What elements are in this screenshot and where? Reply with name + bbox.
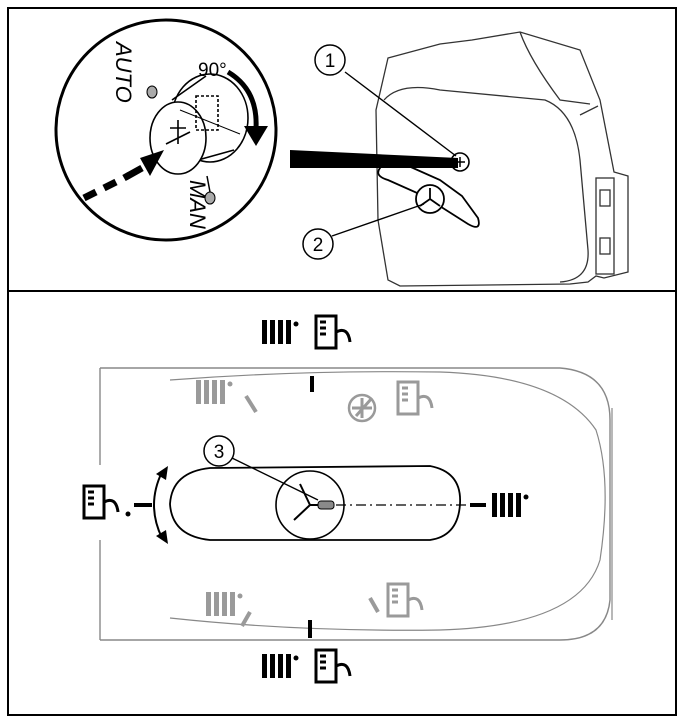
- position-plate: [100, 367, 611, 641]
- heating-icon-right: [492, 493, 529, 517]
- auto-label: AUTO: [111, 40, 136, 103]
- man-label: MAN: [185, 180, 210, 229]
- screw-detail: [149, 73, 249, 175]
- heating-icon-bottom: [262, 654, 299, 678]
- valve-housing: [375, 31, 629, 287]
- callout-2: [302, 228, 334, 260]
- heating-icon-upper-left: [196, 380, 233, 404]
- hot-water-icon-upper-right: [396, 380, 434, 416]
- heating-icon-lower-left: [206, 592, 243, 616]
- hot-water-icon-bottom: [314, 648, 352, 684]
- valve-knob-top: [377, 160, 480, 228]
- callout-3: [203, 435, 235, 467]
- fill-valve-icon: [347, 393, 377, 423]
- heating-icon-top: [262, 320, 299, 344]
- hot-water-icon-top: [314, 314, 352, 350]
- push-arrow: [82, 150, 164, 202]
- callout-1-label: 1: [325, 51, 336, 72]
- magnifier-pointer: [290, 150, 458, 168]
- angle-label: 90°: [198, 60, 227, 81]
- callout-3-label: 3: [214, 442, 225, 463]
- auto-indicator-dot: [146, 85, 158, 99]
- callout-1: [314, 44, 346, 76]
- swivel-arc: [153, 471, 163, 539]
- rotation-arrowhead: [244, 126, 268, 146]
- outer-frame: [7, 7, 677, 716]
- hot-water-icon-lower-right: [386, 582, 424, 618]
- rotation-arc: [226, 69, 259, 129]
- hot-water-icon-left: [82, 484, 120, 520]
- callout-2-label: 2: [313, 235, 324, 256]
- position-marker: [317, 500, 335, 510]
